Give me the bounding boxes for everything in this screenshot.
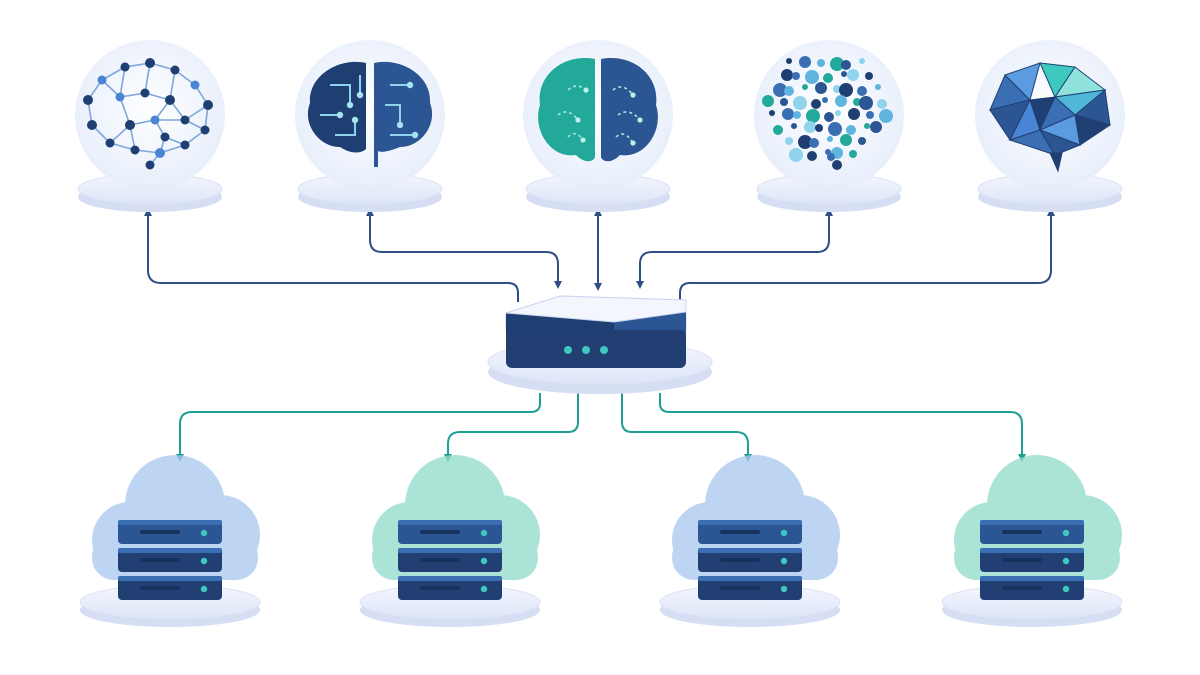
brain-node <box>75 40 225 212</box>
server-light <box>780 585 788 593</box>
router-hub-icon <box>505 295 687 368</box>
server-nodes <box>79 455 1123 627</box>
connector-server-2 <box>444 393 579 462</box>
connector-brain-1 <box>144 208 519 302</box>
connector-server-4 <box>659 393 1026 462</box>
server-light <box>780 529 788 537</box>
server-light <box>480 557 488 565</box>
server-light <box>1062 585 1070 593</box>
server-light <box>200 585 208 593</box>
brain-node <box>523 40 673 212</box>
brain-node <box>975 40 1125 212</box>
brain-node <box>295 40 445 212</box>
server-node <box>941 455 1123 627</box>
server-stack-icon <box>698 520 802 600</box>
connector-server-3 <box>621 393 752 462</box>
server-node <box>359 455 541 627</box>
server-light <box>1062 557 1070 565</box>
server-light <box>200 557 208 565</box>
connector-brain-2 <box>366 208 562 289</box>
brain-bubble <box>75 40 225 190</box>
server-light <box>480 585 488 593</box>
server-light <box>480 529 488 537</box>
server-light <box>780 557 788 565</box>
server-stack-icon <box>118 520 222 600</box>
server-node <box>79 455 261 627</box>
polygon-brain-icon <box>989 62 1112 173</box>
connector-brain-4 <box>636 208 833 289</box>
brain-nodes <box>75 40 1125 212</box>
connector-brain-5 <box>679 208 1055 305</box>
hub-light <box>582 346 590 354</box>
top-connectors <box>144 208 1055 305</box>
network-brain-icon <box>83 58 213 170</box>
server-light <box>200 529 208 537</box>
hub-light <box>564 346 572 354</box>
hub-node <box>487 295 713 394</box>
server-stack-icon <box>980 520 1084 600</box>
circuit-brain-icon <box>307 61 433 168</box>
bottom-connectors <box>176 393 1026 462</box>
server-node <box>659 455 841 627</box>
split-brain-icon <box>538 58 658 162</box>
server-light <box>1062 529 1070 537</box>
dot-brain-icon <box>762 56 893 170</box>
hub-light <box>600 346 608 354</box>
brain-node <box>754 40 904 212</box>
connector-server-1 <box>176 393 541 462</box>
server-stack-icon <box>398 520 502 600</box>
